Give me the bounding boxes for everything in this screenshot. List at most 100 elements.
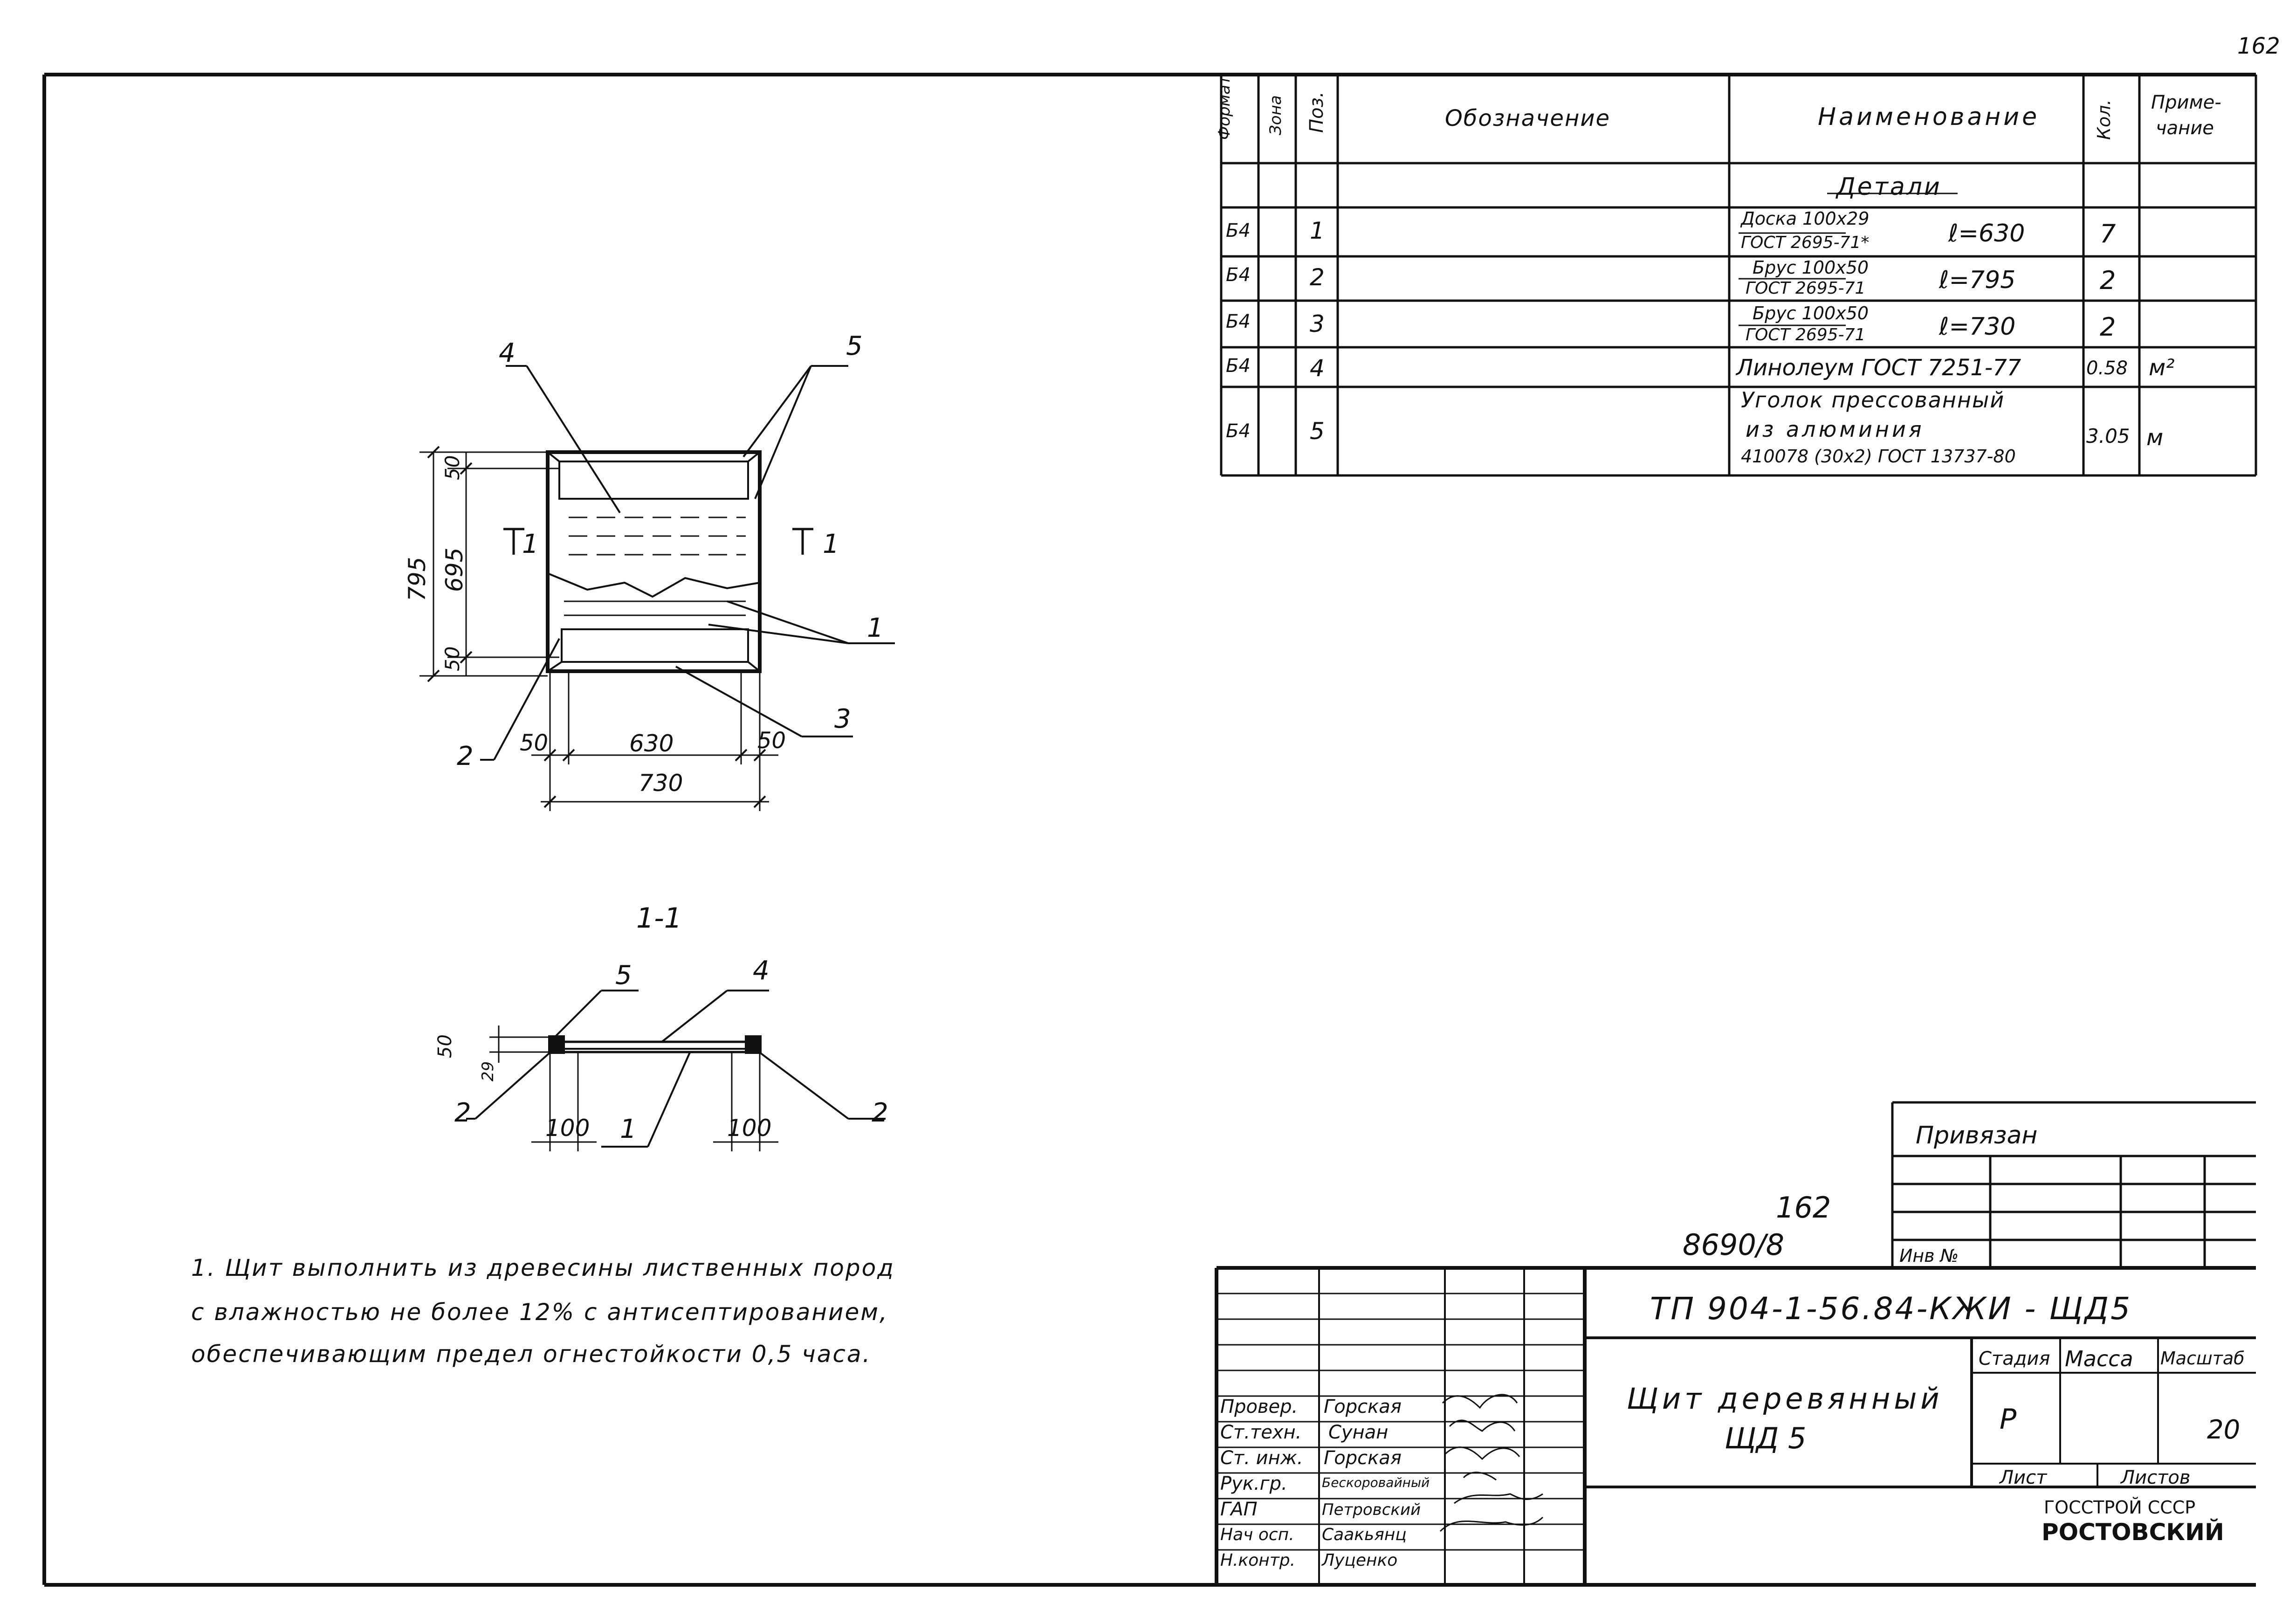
dim-total-height: 795: [404, 557, 431, 601]
stage-value: Р: [2000, 1403, 2017, 1436]
row5-qty: 3.05: [2086, 425, 2130, 447]
header-qty: Кол.: [2094, 99, 2114, 140]
signer-name: Горская: [1324, 1447, 1402, 1469]
row3-name-line1: Брус 100x50: [1753, 303, 1869, 323]
header-designation: Обозначение: [1445, 105, 1611, 131]
plan-leader-3: 3: [834, 704, 851, 734]
row1-name-line2: ГОСТ 2695-71*: [1741, 233, 1870, 252]
org-line1: ГОССТРОЙ СССР: [2044, 1497, 2196, 1518]
inventory-label: Инв №: [1899, 1246, 1959, 1266]
section-dim-height: 50: [434, 1034, 456, 1058]
signer-name: Горская: [1324, 1396, 1402, 1418]
section-dim-right: 100: [727, 1115, 772, 1142]
header-note-line2: чание: [2156, 117, 2214, 139]
mass-label: Масса: [2065, 1346, 2133, 1371]
dim-top-band: 50: [441, 455, 464, 480]
signer-role: Н.контр.: [1220, 1551, 1296, 1570]
spec-table-grid: [1220, 75, 2257, 477]
section-leader-4: 4: [753, 956, 770, 986]
signer-role: Рук.гр.: [1220, 1473, 1287, 1494]
sheet-frame: [42, 73, 2256, 1587]
signer-role: Ст. инж.: [1220, 1447, 1303, 1469]
dim-total-width: 730: [639, 770, 683, 797]
dim-left-band: 50: [520, 730, 549, 756]
row5-name-line3: 410078 (30x2) ГОСТ 13737-80: [1741, 446, 2016, 467]
signer-role: Провер.: [1220, 1396, 1298, 1418]
section-mark-right: 1: [823, 529, 839, 559]
header-name: Наименование: [1818, 103, 2040, 131]
binding-label: Привязан: [1916, 1122, 2038, 1149]
inventory-sheet: 162: [1776, 1190, 1831, 1225]
header-note-line1: Приме-: [2151, 92, 2221, 113]
section-mark-left: 1: [522, 529, 539, 559]
row4-format: Б4: [1226, 355, 1251, 377]
header-format: Формат: [1215, 76, 1234, 140]
sheets-label: Листов: [2121, 1467, 2191, 1488]
section-leader-1: 1: [620, 1114, 637, 1144]
row5-pos: 5: [1310, 418, 1325, 445]
sheet-label: Лист: [2000, 1467, 2047, 1488]
row2-name-line2: ГОСТ 2695-71: [1746, 279, 1866, 298]
row2-format: Б4: [1226, 264, 1251, 286]
drawing-title-line2: ЩД 5: [1725, 1421, 1807, 1455]
signer-role: ГАП: [1220, 1499, 1258, 1520]
row3-qty: 2: [2100, 312, 2116, 342]
dim-inner-width: 630: [629, 730, 674, 757]
row2-pos: 2: [1310, 264, 1325, 291]
plan-leader-1: 1: [867, 613, 884, 643]
plan-leader-2: 2: [457, 741, 474, 771]
row2-length: ℓ=795: [1939, 266, 2016, 294]
row3-format: Б4: [1226, 311, 1251, 332]
dim-bottom-band: 50: [441, 646, 464, 671]
binding-block-grid: [1891, 1101, 2256, 1268]
row1-name-line1: Доска 100x29: [1741, 208, 1870, 229]
header-zone: Зона: [1266, 95, 1285, 135]
row5-name-line1: Уголок прессованный: [1741, 387, 2005, 413]
signer-role: Ст.техн.: [1220, 1422, 1302, 1443]
section-title: Детали: [1836, 173, 1942, 201]
section-leader-2-right: 2: [872, 1098, 888, 1128]
row5-name-line2: из алюминия: [1746, 417, 1925, 442]
signer-name: Бескоровайный: [1322, 1475, 1430, 1490]
section-dim-thickness: 29: [479, 1061, 497, 1081]
section-view-drawing: [466, 990, 886, 1151]
org-line2: РОСТОВСКИЙ: [2042, 1519, 2224, 1546]
signer-name: Сунан: [1328, 1422, 1389, 1443]
doc-code: ТП 904-1-56.84-КЖИ - ЩД5: [1650, 1291, 2132, 1327]
scale-label: Масштаб: [2160, 1348, 2245, 1369]
row2-qty: 2: [2100, 266, 2116, 295]
row1-length: ℓ=630: [1948, 220, 2025, 248]
row1-format: Б4: [1226, 220, 1251, 241]
row4-pos: 4: [1310, 355, 1325, 382]
note-line2: с влажностью не более 12% с антисептиров…: [191, 1299, 888, 1326]
signer-role: Нач осп.: [1220, 1525, 1294, 1544]
signer-name: Петровский: [1322, 1500, 1421, 1519]
drawing-title-line1: Щит деревянный: [1627, 1382, 1943, 1416]
section-dim-left: 100: [545, 1115, 590, 1142]
row4-note: м²: [2149, 355, 2175, 381]
dim-inner-height: 695: [441, 547, 468, 592]
section-leader-5: 5: [615, 960, 632, 991]
row5-format: Б4: [1226, 420, 1251, 442]
plan-view-drawing: [419, 365, 895, 811]
stage-label: Стадия: [1979, 1348, 2050, 1369]
section-title: 1-1: [636, 902, 682, 935]
signer-name: Саакьянц: [1322, 1525, 1407, 1544]
row1-qty: 7: [2100, 219, 2116, 248]
signature-marks: [1439, 1394, 1544, 1532]
note-line3: обеспечивающим предел огнестойкости 0,5 …: [191, 1341, 872, 1368]
row1-pos: 1: [1310, 217, 1325, 244]
section-leader-2-left: 2: [454, 1098, 471, 1128]
plan-leader-4: 4: [499, 338, 516, 368]
row2-name-line1: Брус 100x50: [1753, 257, 1869, 278]
inventory-number: 8690/8: [1683, 1228, 1785, 1262]
row3-name-line2: ГОСТ 2695-71: [1746, 325, 1866, 344]
row4-name-line1: Линолеум ГОСТ 7251-77: [1736, 355, 2021, 381]
page-number: 162: [2237, 33, 2280, 59]
signer-name: Луценко: [1322, 1551, 1398, 1570]
row5-note: м: [2146, 425, 2164, 451]
note-line1: 1. Щит выполнить из древесины лиственных…: [191, 1254, 895, 1281]
row3-pos: 3: [1310, 310, 1325, 337]
header-pos: Поз.: [1306, 91, 1327, 133]
